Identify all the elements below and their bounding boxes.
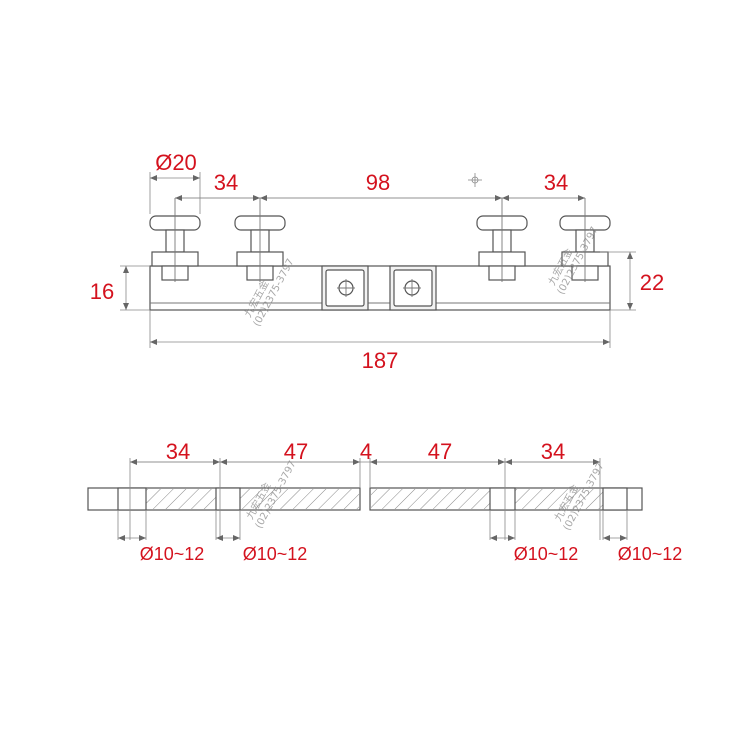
left-hinge-block (321, 265, 369, 311)
right-hinge-block (389, 265, 437, 311)
hole-label-2: Ø10~12 (243, 544, 308, 564)
bolt-3 (476, 198, 528, 282)
section-view: 34 47 4 47 34 Ø10~12 Ø10~12 Ø10~12 Ø10~1… (87, 439, 683, 564)
dim-section-right-34: 34 (541, 439, 565, 464)
hole-label-1: Ø10~12 (140, 544, 205, 564)
bolt-1 (149, 198, 201, 282)
bolt-4 (559, 198, 611, 282)
dim-top-right-34: 34 (544, 170, 568, 195)
dim-section-right-47: 47 (428, 439, 452, 464)
crosshair-icon (468, 173, 482, 187)
dim-section-left-47: 47 (284, 439, 308, 464)
dim-length-187: 187 (362, 348, 399, 373)
section-dimension-lines (117, 458, 628, 541)
left-glass-section (87, 487, 361, 511)
dim-top-center-98: 98 (366, 170, 390, 195)
dim-section-left-34: 34 (166, 439, 190, 464)
dim-diameter-20: Ø20 (155, 150, 197, 175)
hole-label-3: Ø10~12 (514, 544, 579, 564)
dim-section-gap-4: 4 (360, 439, 372, 464)
dim-height-16: 16 (90, 279, 114, 304)
hole-label-4: Ø10~12 (618, 544, 683, 564)
bolt-2 (234, 198, 286, 282)
top-dimension-lines (120, 172, 636, 348)
right-glass-section (369, 487, 643, 511)
dim-height-22: 22 (640, 270, 664, 295)
top-view: Ø20 34 98 34 16 22 187 九宏五金 (02)2375-379… (90, 150, 664, 373)
dim-top-left-34: 34 (214, 170, 238, 195)
